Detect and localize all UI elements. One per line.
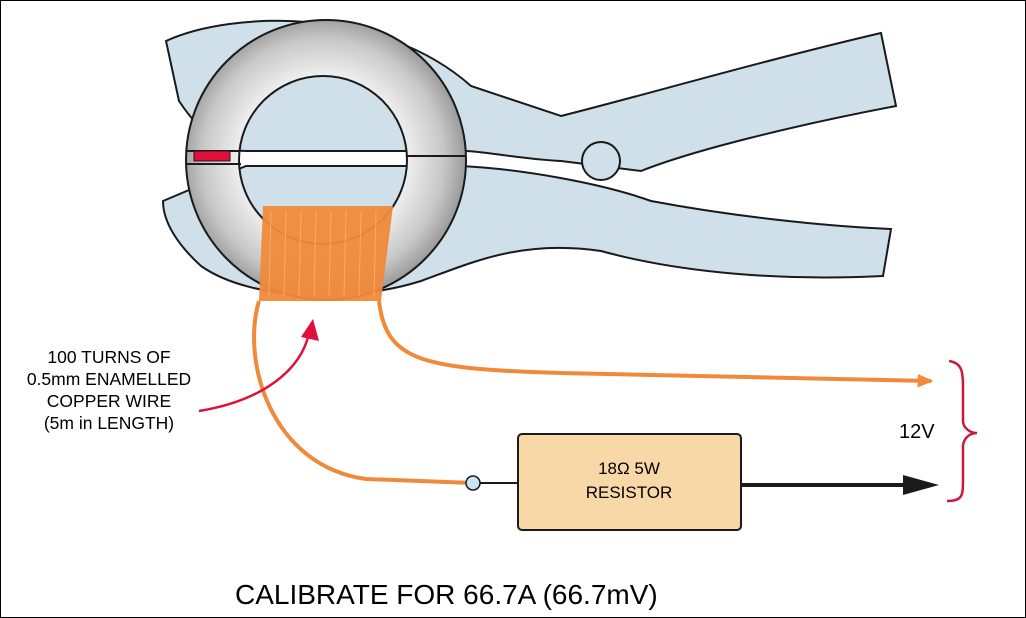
resistor-type: RESISTOR [585,483,673,502]
voltage-label: 12V [899,421,935,443]
coil-winding [259,206,393,301]
hall-sensor [193,150,231,162]
resistor-value: 18Ω 5W [598,459,660,478]
terminal-dot [465,475,481,491]
coil-spec-label: 100 TURNS OF 0.5mm ENAMELLED COPPER WIRE… [9,346,209,434]
coil-spec-line-2: 0.5mm ENAMELLED [26,369,192,389]
coil-spec-line-4: (5m in LENGTH) [43,413,175,433]
coil-turns [268,210,377,297]
calibration-note: CALIBRATE FOR 66.7A (66.7mV) [235,579,658,610]
lower-output-arrow [903,475,939,495]
pointer-arrow [198,332,311,413]
wire-lower-lead [252,300,474,485]
pointer-arrowhead [301,319,319,341]
resistor-label: 18Ω 5W RESISTOR [517,457,741,505]
wire-upper-lead [377,300,934,388]
coil-spec-line-1: 100 TURNS OF [47,347,171,367]
pivot-icon [581,141,621,181]
coil-spec-line-3: COPPER WIRE [46,391,172,411]
voltage-brace [946,359,978,503]
resistor-body [517,433,742,531]
